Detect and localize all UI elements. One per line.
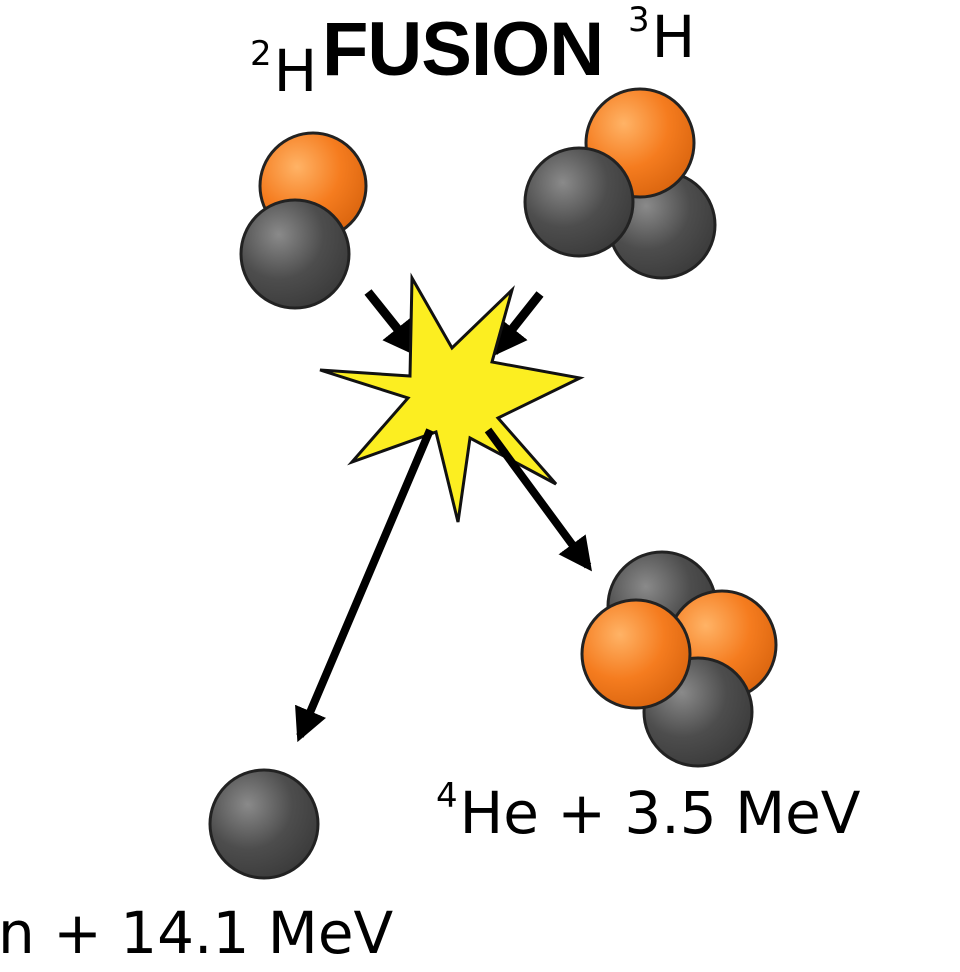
incoming-arrow-tritium — [489, 291, 544, 358]
proton — [580, 598, 692, 710]
neutron — [239, 198, 351, 310]
deuterium-mass-number: 2 — [250, 34, 272, 74]
tritium-label: 3H — [628, 3, 695, 66]
outgoing-arrow-helium — [484, 427, 592, 572]
incoming-arrow-deuterium — [364, 289, 421, 358]
outgoing-arrow-neutron — [295, 428, 434, 743]
tritium-symbol: H — [651, 3, 696, 71]
neutron-product-label: n + 14.1 MeV — [0, 899, 394, 967]
diagram-title: FUSION — [322, 7, 604, 92]
deuterium-nucleus — [239, 131, 368, 310]
neutron — [523, 146, 635, 258]
free-neutron — [208, 768, 320, 880]
tritium-mass-number: 3 — [628, 0, 650, 40]
deuterium-label: 2H — [250, 37, 317, 100]
helium-symbol: He — [459, 779, 539, 847]
fusion-flash — [319, 272, 585, 523]
helium-mass-number: 4 — [436, 776, 458, 816]
helium-energy: + 3.5 MeV — [538, 779, 861, 847]
helium-product-label: 4He + 3.5 MeV — [436, 779, 861, 842]
deuterium-symbol: H — [273, 37, 318, 105]
tritium-nucleus — [523, 87, 717, 280]
helium-nucleus — [580, 550, 778, 768]
